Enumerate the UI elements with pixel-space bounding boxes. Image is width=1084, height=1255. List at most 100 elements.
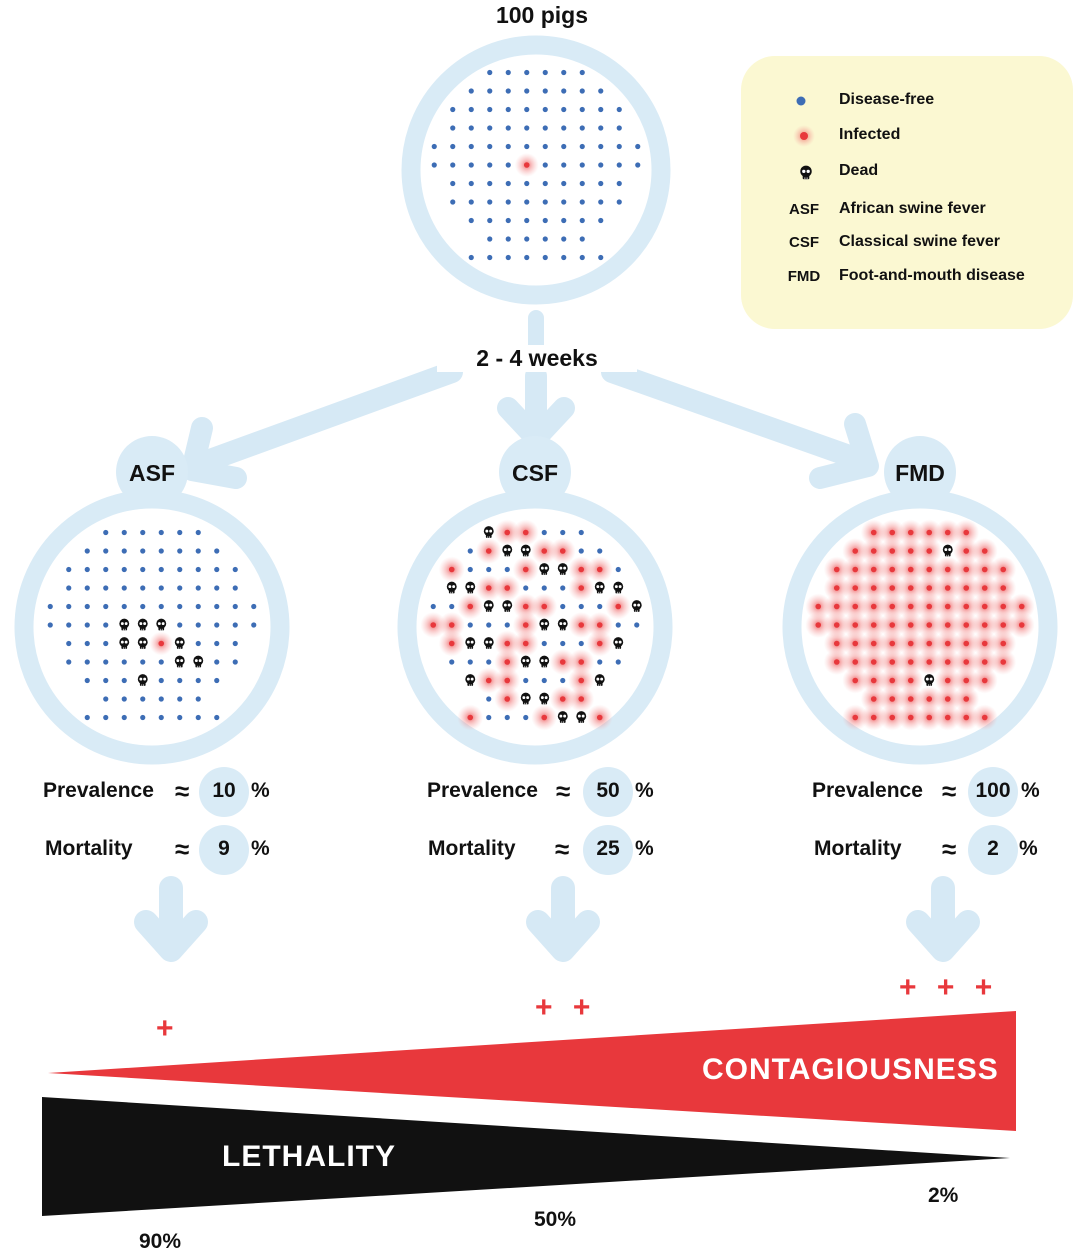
percent-sign: % — [251, 837, 270, 860]
lethality-value-csf: 50% — [534, 1208, 577, 1231]
infected-pig-dot — [907, 585, 914, 591]
pig-dot — [598, 106, 604, 113]
pig-dot — [578, 603, 584, 610]
skull-icon — [193, 655, 204, 668]
pig-dot — [486, 659, 492, 665]
pig-dot — [103, 677, 109, 684]
pig-dot — [524, 199, 530, 205]
infected-pig-dot — [926, 696, 933, 702]
pig-dot — [121, 566, 127, 573]
mortality-value: 9 — [218, 837, 230, 860]
time-interval: 2 - 4 weeks — [437, 345, 637, 372]
contagiousness-marker-asf: + — [156, 1012, 180, 1045]
infected-pig-dot — [448, 622, 455, 628]
pig-dot — [504, 622, 510, 628]
infected-pig-dot — [578, 566, 585, 573]
pig-dot — [84, 548, 90, 554]
pig-dot — [195, 585, 201, 591]
pig-dot — [214, 603, 220, 610]
herd-circle-csf — [397, 436, 673, 765]
percent-sign: % — [635, 837, 654, 860]
infected-pig-dot — [852, 659, 859, 665]
infected-pig-dot — [522, 529, 529, 536]
infected-pig-dot — [907, 529, 914, 536]
legend-row-infected: Infected — [781, 126, 900, 144]
infected-pig-dot — [1018, 603, 1025, 610]
infected-pig-dot — [926, 603, 933, 610]
legend-row-fmd: FMD Foot-and-mouth disease — [781, 267, 1025, 285]
infected-pig-dot — [596, 622, 603, 628]
infected-pig-dot — [944, 566, 951, 573]
legend-label: African swine fever — [839, 200, 986, 217]
skull-icon — [539, 618, 550, 631]
infected-pig-dot — [926, 548, 933, 554]
infected-pig-dot — [944, 677, 951, 684]
pig-dot — [214, 548, 220, 554]
infected-pig-dot — [870, 622, 877, 628]
infected-pig-dot — [963, 548, 970, 554]
pig-dot — [214, 640, 220, 647]
lethality-value-fmd: 2% — [928, 1184, 959, 1207]
pig-dot — [103, 529, 109, 536]
skull-icon — [502, 600, 513, 612]
infected-pig-dot — [596, 640, 603, 647]
infected-pig-dot — [833, 640, 840, 647]
pig-dot — [615, 659, 621, 665]
pig-dot — [121, 585, 127, 591]
pig-dot — [524, 143, 530, 150]
infected-pig-dot — [833, 659, 840, 665]
infected-pig-dot — [981, 659, 988, 665]
infected-pig-dot — [870, 714, 877, 721]
pig-dot — [523, 714, 529, 721]
infected-pig-dot — [504, 529, 511, 536]
infected-pig-dot — [504, 696, 511, 702]
pig-dot — [84, 659, 90, 665]
pig-dot — [541, 677, 547, 684]
skull-icon — [174, 655, 185, 668]
prevalence-value: 10 — [212, 779, 236, 802]
pig-dot — [579, 254, 585, 261]
prevalence-label: Prevalence — [427, 779, 538, 802]
pig-dot — [121, 714, 127, 721]
pig-dot — [542, 236, 548, 242]
pig-dot — [505, 236, 511, 242]
infected-pig-dot — [889, 585, 896, 591]
pig-dot — [505, 180, 511, 187]
percent-sign: % — [1021, 779, 1040, 802]
legend-box — [741, 56, 1073, 329]
pig-dot — [561, 254, 567, 261]
infected-pig-dot — [852, 585, 859, 591]
pig-dot — [177, 603, 183, 610]
infected-pig-dot — [926, 529, 933, 536]
pig-dot — [121, 548, 127, 554]
pig-dot — [450, 143, 456, 150]
pig-dot — [487, 199, 493, 205]
legend-key: FMD — [787, 267, 821, 285]
skull-icon — [156, 618, 167, 631]
pig-dot — [103, 566, 109, 573]
mortality-label: Mortality — [45, 837, 133, 860]
diagram-title: 100 pigs — [495, 2, 589, 28]
contagiousness-bar — [48, 1011, 1016, 1131]
pig-dot — [505, 106, 511, 113]
pig-dot — [560, 603, 566, 610]
pig-dot — [450, 106, 456, 113]
pig-dot — [524, 88, 530, 94]
pig-dot — [140, 659, 146, 665]
skull-icon — [924, 674, 935, 686]
pig-dot — [84, 640, 90, 647]
infected-pig-dot — [963, 603, 970, 610]
pig-dot — [430, 603, 436, 610]
skull-icon — [174, 637, 185, 649]
infected-pig-dot — [907, 640, 914, 647]
infected-pig-dot — [963, 529, 970, 536]
pig-dot — [121, 696, 127, 702]
pig-dot — [579, 88, 585, 94]
skull-icon — [520, 655, 531, 668]
approx-sign: ≈ — [175, 834, 190, 864]
pig-dot — [542, 180, 548, 187]
herd-circle-initial — [401, 35, 671, 305]
pig-dot — [214, 659, 220, 665]
pig-dot — [195, 548, 201, 554]
skull-icon — [631, 600, 642, 612]
